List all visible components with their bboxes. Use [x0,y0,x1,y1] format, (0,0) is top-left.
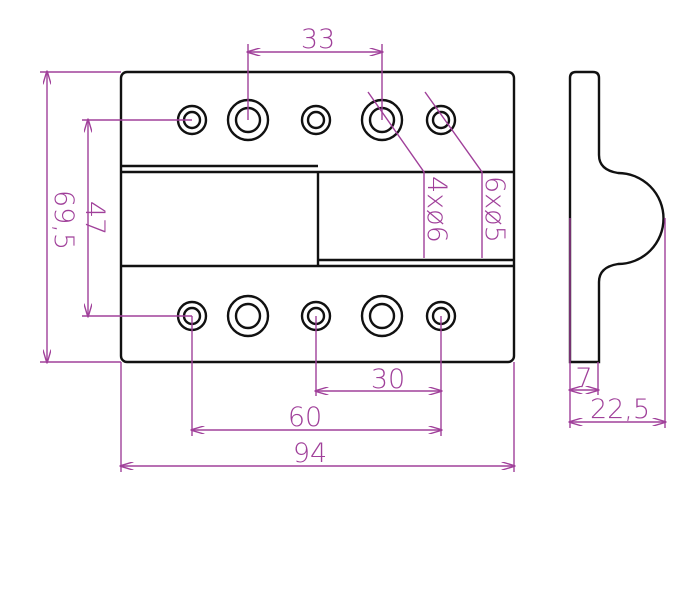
side-view [568,70,665,364]
dimension-33-label: 33 [301,24,335,55]
callout-6x-d5-label: 6xø5 [479,176,510,243]
dimension-22-5: 22,5 [570,218,665,428]
dimension-33: 33 [248,24,382,120]
callout-6x-d5: 6xø5 [424,91,510,258]
dimension-69-5: 69,5 [40,72,121,362]
hinge-outline [119,70,516,364]
dimension-60: 60 [192,316,441,436]
dimension-94-label: 94 [293,438,327,469]
callout-4x-d6-label: 4xø6 [421,176,452,243]
dimension-30-label: 30 [371,364,405,395]
dimension-30: 30 [316,316,441,436]
dimension-47: 47 [79,120,192,316]
dimension-7: 7 [570,218,598,428]
dimension-69-5-label: 69,5 [48,190,79,250]
top-hole-row [176,98,457,142]
front-view [119,70,516,364]
dimension-22-5-label: 22,5 [590,394,650,425]
dimension-94: 94 [121,362,514,472]
dimension-7-label: 7 [575,363,592,394]
side-profile [568,70,665,364]
dimension-47-label: 47 [79,201,110,235]
callout-4x-d6: 4xø6 [367,91,452,258]
dimension-60-label: 60 [288,402,322,433]
